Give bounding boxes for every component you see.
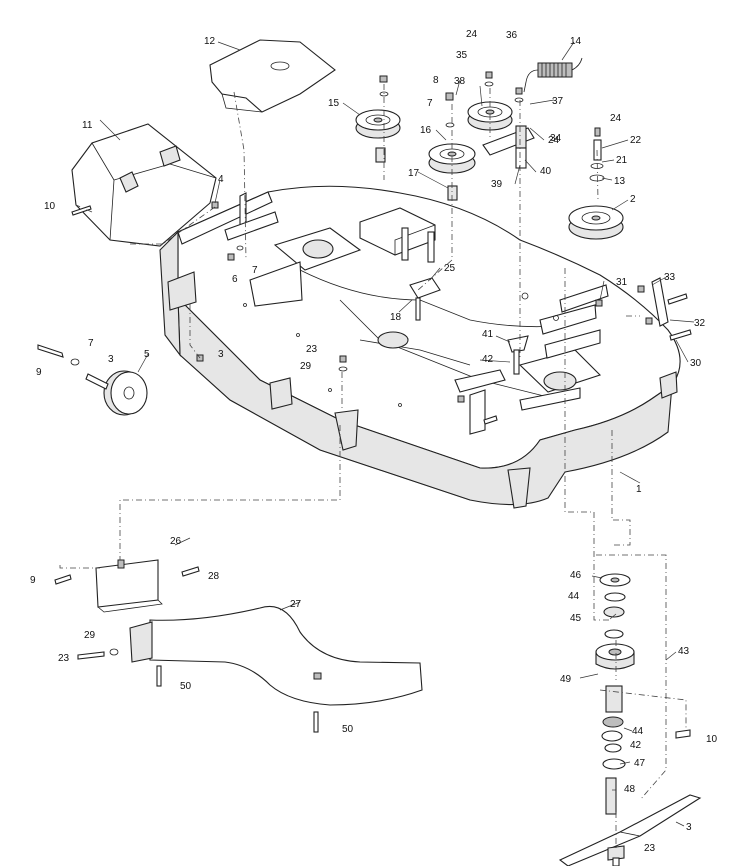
callout-14: 14 <box>570 36 582 47</box>
callout-9-chute: 9 <box>30 575 36 586</box>
spindle-assembly <box>595 573 635 815</box>
callout-42-deck: 42 <box>482 354 494 365</box>
blade-bolt <box>607 729 691 866</box>
callout-32: 32 <box>694 318 706 329</box>
callout-42-spindle: 42 <box>630 740 642 751</box>
callout-50-chute: 50 <box>180 681 192 692</box>
callout-3-axle: 3 <box>108 354 114 365</box>
callout-leaders <box>99 41 695 827</box>
rear-bracket-hardware <box>595 277 692 341</box>
callout-7-axle: 7 <box>88 338 94 349</box>
discharge-chute <box>129 605 423 706</box>
callout-labels: 1 2 3 3 3 4 5 6 7 7 7 8 9 9 10 10 11 12 … <box>30 29 718 854</box>
callout-48: 48 <box>624 784 636 795</box>
callout-28: 28 <box>208 571 220 582</box>
callout-31: 31 <box>616 277 628 288</box>
gauge-wheel-bracket-hardware <box>338 277 529 425</box>
mower-deck <box>159 185 681 509</box>
callout-10-cover: 10 <box>44 201 56 212</box>
callout-3-deck: 3 <box>218 349 224 360</box>
callout-22: 22 <box>630 135 642 146</box>
hardware-top <box>379 71 605 182</box>
callout-23-blade: 23 <box>644 843 656 854</box>
callout-37: 37 <box>552 96 564 107</box>
callout-18: 18 <box>390 312 402 323</box>
idler-pulley-15 <box>355 109 401 139</box>
callout-4: 4 <box>218 174 224 185</box>
callout-3-blade: 3 <box>686 822 692 833</box>
callout-2: 2 <box>630 194 636 205</box>
callout-12: 12 <box>204 36 216 47</box>
callout-46: 46 <box>570 570 582 581</box>
idler-arm <box>482 125 535 169</box>
callout-24-right: 24 <box>610 113 622 124</box>
callout-15: 15 <box>328 98 340 109</box>
callout-24-arm: 24 <box>548 135 560 146</box>
callout-7-deck: 7 <box>252 265 258 276</box>
callout-36: 36 <box>506 30 518 41</box>
callout-26: 26 <box>170 536 182 547</box>
callout-44-lower: 44 <box>632 726 644 737</box>
spacer-17b <box>447 185 458 201</box>
callout-13: 13 <box>614 176 626 187</box>
callout-29-deck: 29 <box>300 361 312 372</box>
callout-38: 38 <box>454 76 466 87</box>
spacer-17a <box>375 147 386 163</box>
callout-41: 41 <box>482 329 494 340</box>
callout-11: 11 <box>82 120 93 131</box>
callout-7-pulley: 7 <box>427 98 433 109</box>
belt-cover-center <box>209 39 336 113</box>
callout-34: 34 <box>550 133 562 144</box>
callout-23-deck: 23 <box>306 344 318 355</box>
callout-30: 30 <box>690 358 702 369</box>
callout-23-chute: 23 <box>58 653 70 664</box>
callout-39: 39 <box>491 179 503 190</box>
assembly-centerlines <box>59 84 687 850</box>
callout-17: 17 <box>408 168 420 179</box>
spindle-pulley-2 <box>568 205 624 240</box>
callout-27: 27 <box>290 599 302 610</box>
callout-10-spindle: 10 <box>706 734 718 745</box>
anti-scalp-wheel <box>103 370 148 416</box>
callout-6: 6 <box>232 274 238 285</box>
callout-50-lower: 50 <box>342 724 354 735</box>
callout-24-top: 24 <box>466 29 478 40</box>
callout-8: 8 <box>433 75 439 86</box>
belt-cover-left <box>71 123 217 247</box>
callout-9-axle: 9 <box>36 367 42 378</box>
callout-25: 25 <box>444 263 456 274</box>
callout-5: 5 <box>144 349 150 360</box>
misc-fasteners-left <box>71 201 244 261</box>
callout-44-upper: 44 <box>568 591 580 602</box>
callout-1: 1 <box>636 484 642 495</box>
callout-33: 33 <box>664 272 676 283</box>
callout-35: 35 <box>456 50 468 61</box>
callout-21: 21 <box>616 155 628 166</box>
callout-49: 49 <box>560 674 572 685</box>
cutting-blade <box>558 794 702 866</box>
callout-40: 40 <box>540 166 552 177</box>
extension-spring <box>523 57 583 93</box>
callout-47: 47 <box>634 758 646 769</box>
chute-bracket <box>95 559 163 613</box>
chute-fasteners <box>54 566 322 733</box>
callout-16: 16 <box>420 125 432 136</box>
callout-45: 45 <box>570 613 582 624</box>
callout-29-chute: 29 <box>84 630 96 641</box>
callout-43: 43 <box>678 646 690 657</box>
